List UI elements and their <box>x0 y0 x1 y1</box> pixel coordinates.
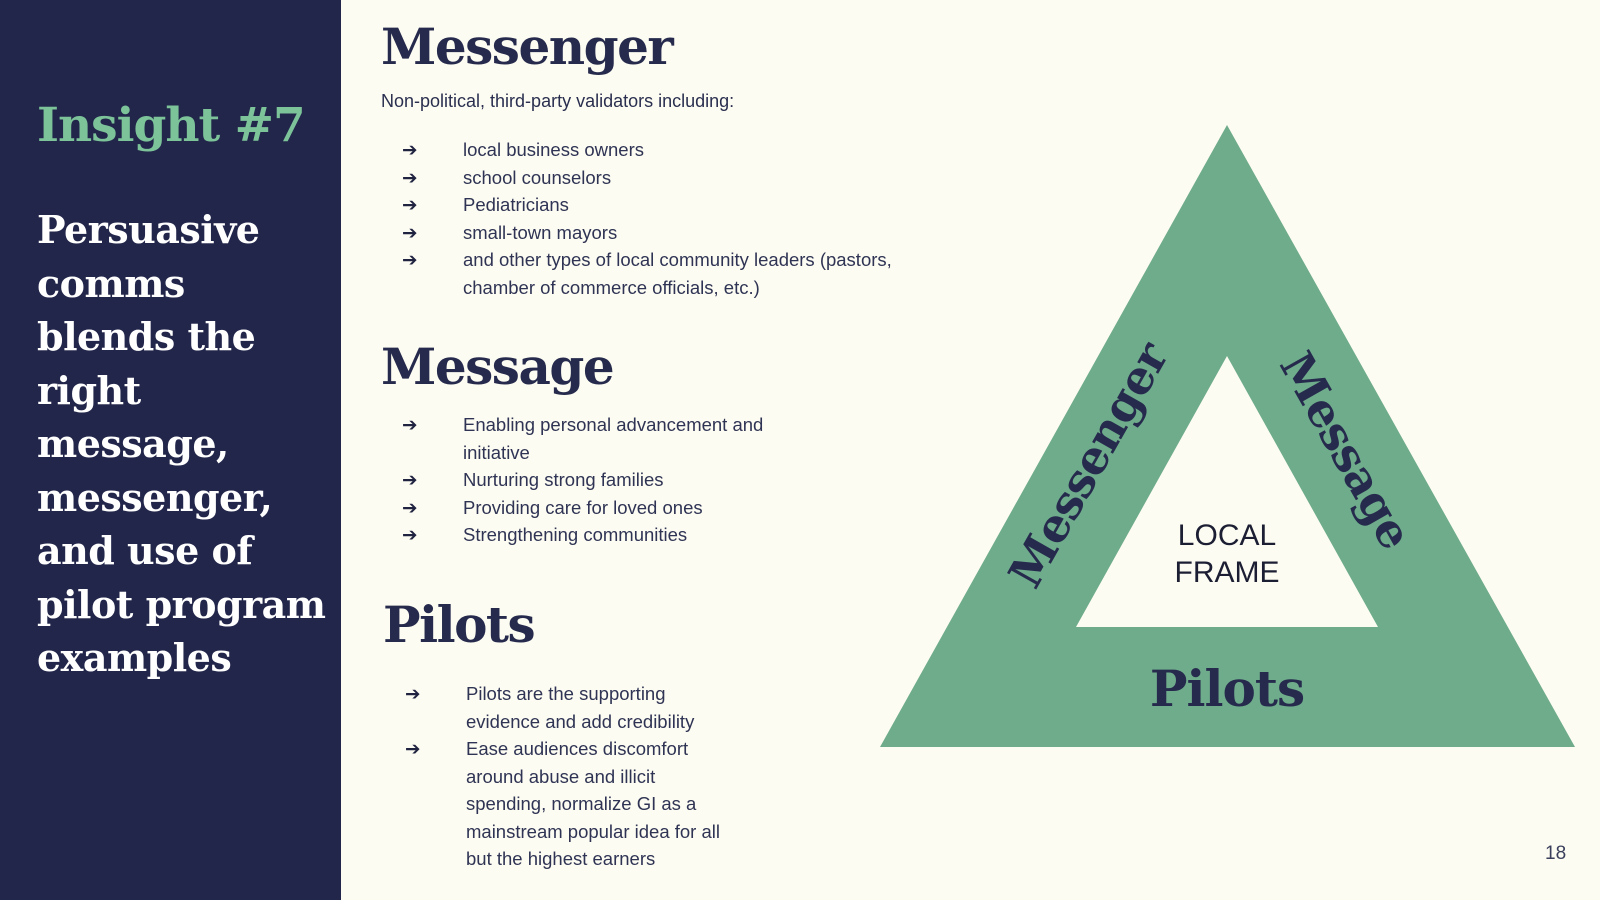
local-frame-triangle-diagram: Messenger Message Pilots LOCAL FRAME <box>880 125 1575 747</box>
page-number: 18 <box>1545 843 1567 864</box>
arrow-right-icon: ➔ <box>402 469 418 490</box>
arrow-right-icon: ➔ <box>402 221 418 243</box>
center-label-line2: FRAME <box>1175 556 1280 589</box>
pilots-list: ➔Pilots are the supporting evidence and … <box>385 680 725 873</box>
insight-title: Insight #7 <box>37 98 306 153</box>
arrow-right-icon: ➔ <box>402 166 418 188</box>
list-item: ➔school counselors <box>382 164 902 192</box>
messenger-intro: Non-political, third-party validators in… <box>381 91 735 111</box>
triangle-frame <box>880 125 1575 747</box>
list-item: ➔Pilots are the supporting evidence and … <box>385 680 725 735</box>
list-item: ➔Ease audiences discomfort around abuse … <box>385 735 725 873</box>
list-item: ➔Strengthening communities <box>382 521 802 549</box>
arrow-right-icon: ➔ <box>402 414 418 435</box>
list-item: ➔Providing care for loved ones <box>382 494 802 522</box>
center-label-line1: LOCAL <box>1178 519 1276 552</box>
arrow-right-icon: ➔ <box>402 249 418 270</box>
arrow-right-icon: ➔ <box>402 139 418 160</box>
arrow-right-icon: ➔ <box>402 496 418 518</box>
list-item: ➔Nurturing strong families <box>382 466 802 494</box>
pilots-heading: Pilots <box>383 595 536 654</box>
list-item: ➔Enabling personal advancement and initi… <box>382 411 802 466</box>
messenger-heading: Messenger <box>381 17 674 76</box>
message-list: ➔Enabling personal advancement and initi… <box>382 411 802 549</box>
arrow-right-icon: ➔ <box>402 524 418 545</box>
messenger-list: ➔local business owners ➔school counselor… <box>382 136 902 301</box>
list-item: ➔local business owners <box>382 136 902 164</box>
arrow-right-icon: ➔ <box>405 683 421 704</box>
arrow-right-icon: ➔ <box>402 194 418 215</box>
list-item: ➔and other types of local community lead… <box>382 246 902 301</box>
sidebar-headline: Persuasive comms blends the right messag… <box>37 207 326 680</box>
arrow-right-icon: ➔ <box>405 738 421 759</box>
diagram-label-pilots: Pilots <box>1150 659 1304 718</box>
list-item: ➔small-town mayors <box>382 219 902 247</box>
list-item: ➔Pediatricians <box>382 191 902 219</box>
message-heading: Message <box>381 337 615 396</box>
sidebar-panel: Insight #7 Persuasive comms blends the r… <box>0 0 341 900</box>
